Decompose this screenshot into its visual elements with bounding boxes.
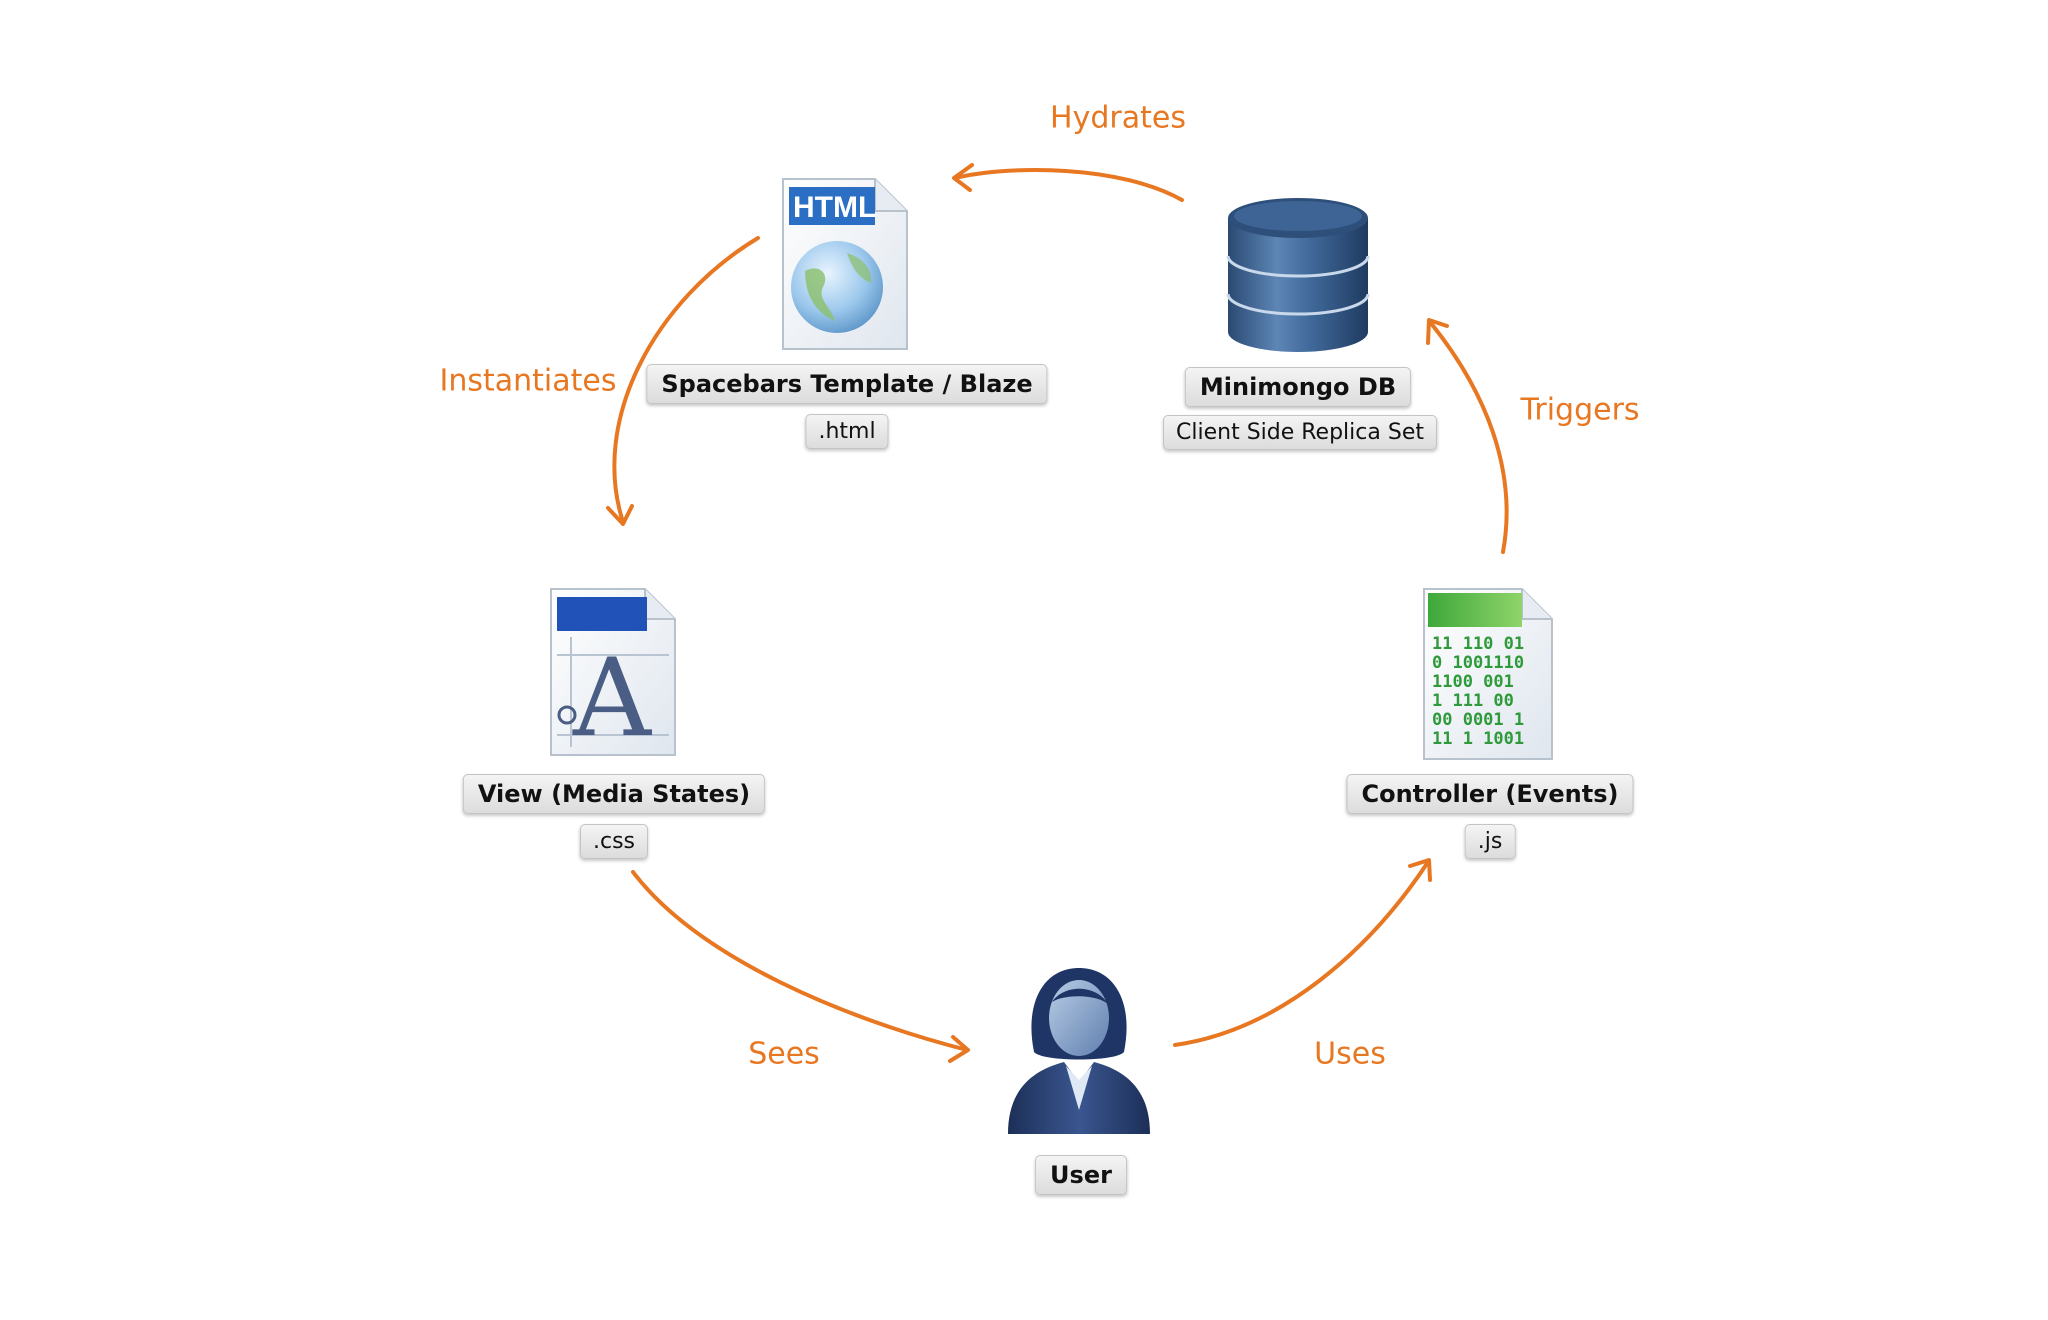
html-file-icon: HTML xyxy=(782,178,908,350)
edge-label-triggers: Triggers xyxy=(1520,392,1640,428)
database-icon xyxy=(1226,198,1370,352)
binary-line: 0 1001110 xyxy=(1432,653,1524,673)
binary-line: 11 110 01 xyxy=(1432,634,1524,654)
binary-line: 11 1 1001 xyxy=(1432,729,1524,749)
view-title-label: View (Media States) xyxy=(462,774,766,814)
edge-label-hydrates: Hydrates xyxy=(1050,100,1186,136)
arrow-uses xyxy=(1173,860,1430,1047)
edge-label-uses: Uses xyxy=(1314,1036,1386,1072)
edge-label-instantiates: Instantiates xyxy=(439,363,617,399)
arrow-hydrates-head xyxy=(952,163,974,192)
arrow-uses-head xyxy=(1408,858,1432,882)
edge-label-sees: Sees xyxy=(748,1036,820,1072)
controller-ext-label: .js xyxy=(1464,824,1516,859)
user-icon xyxy=(1008,968,1150,1134)
binary-line: 1100 001 xyxy=(1432,672,1514,692)
arrow-sees-head xyxy=(948,1035,970,1063)
user-title-label: User xyxy=(1035,1155,1127,1195)
db-ext-label: Client Side Replica Set xyxy=(1163,415,1437,450)
template-ext-label: .html xyxy=(805,414,889,449)
binary-line: 1 111 00 xyxy=(1432,691,1514,711)
db-title-label: Minimongo DB xyxy=(1184,367,1412,407)
binary-js-file-icon: 11 110 01 0 1001110 1100 001 1 111 00 00… xyxy=(1423,588,1553,760)
arrow-triggers-head xyxy=(1426,318,1449,345)
arrow-instantiates xyxy=(612,236,760,524)
arrow-hydrates xyxy=(953,168,1184,202)
svg-text:A: A xyxy=(572,636,653,760)
template-title-label: Spacebars Template / Blaze xyxy=(646,364,1048,404)
css-font-file-icon: A xyxy=(550,588,676,760)
html-badge-text: HTML xyxy=(793,191,876,224)
arrow-sees xyxy=(631,870,969,1052)
arrow-instantiates-head xyxy=(606,504,634,526)
controller-title-label: Controller (Events) xyxy=(1346,774,1634,814)
view-ext-label: .css xyxy=(579,824,649,859)
arrow-triggers xyxy=(1428,320,1509,554)
binary-line: 00 0001 1 xyxy=(1432,710,1524,730)
